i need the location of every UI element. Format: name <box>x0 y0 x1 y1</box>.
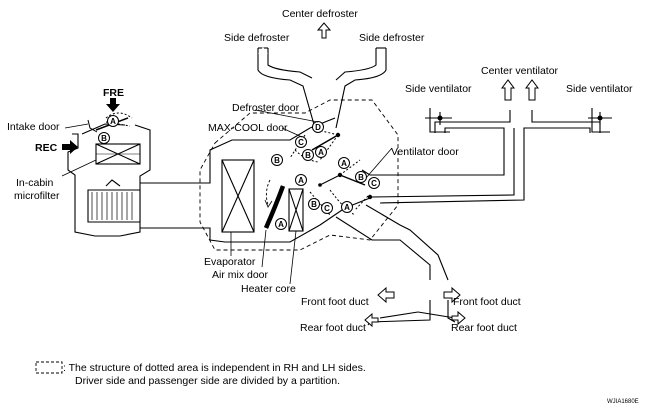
svg-text:A: A <box>110 117 116 126</box>
side-ventilator-right-label: Side ventilator <box>566 83 633 95</box>
defroster-door-position-b: B <box>302 149 314 161</box>
defroster-door-pivot <box>335 132 341 138</box>
fre-label: FRE <box>103 87 124 99</box>
front-foot-duct-left-label: Front foot duct <box>301 296 369 308</box>
intake-blower-unit <box>67 123 151 237</box>
ventilator-door-position-a: A <box>338 157 350 169</box>
ventilator-ducts <box>361 110 601 204</box>
svg-text:D: D <box>315 123 321 132</box>
rec-label: REC <box>35 142 58 154</box>
ventilator-door-pivot <box>337 172 343 178</box>
intake-door-position-b: B <box>98 132 110 144</box>
svg-text:B: B <box>311 200 317 209</box>
max-cool-door-label: MAX-COOL door <box>208 122 288 134</box>
center-defroster-arrow <box>316 22 332 39</box>
intake-door-position-a: A <box>107 115 119 127</box>
svg-text:A: A <box>318 148 324 157</box>
svg-text:C: C <box>298 138 304 147</box>
max-cool-door-position-b: B <box>271 154 283 166</box>
side-ventilator-outlets <box>425 108 612 133</box>
side-defroster-left-label: Side defroster <box>224 32 290 44</box>
defroster-ducts <box>257 47 387 129</box>
svg-text:B: B <box>358 173 364 182</box>
legend-line-1: : The structure of dotted area is indepe… <box>63 362 366 374</box>
defroster-door-position-a: A <box>315 146 327 158</box>
center-ventilator-right-arrow <box>525 79 539 101</box>
foot-door-position-b: B <box>308 198 320 210</box>
svg-text:C: C <box>324 204 330 213</box>
ventilator-door-position-c: C <box>368 177 380 189</box>
intake-door-label: Intake door <box>7 121 60 133</box>
svg-text:B: B <box>274 156 280 165</box>
air-mix-door <box>263 185 286 229</box>
front-foot-duct-right-label: Front foot duct <box>453 296 521 308</box>
side-defroster-right-label: Side defroster <box>359 32 425 44</box>
center-defroster-label: Center defroster <box>282 8 358 20</box>
door-position-markers: A B D C B A B A A B C B C A A <box>98 115 380 230</box>
svg-text:A: A <box>298 176 304 185</box>
front-foot-right-arrow <box>443 286 461 304</box>
air-mix-door-label: Air mix door <box>212 269 269 281</box>
air-mix-door-position-a: A <box>275 218 287 230</box>
center-ventilator-label: Center ventilator <box>481 65 559 77</box>
svg-text:A: A <box>278 220 284 229</box>
foot-door-pivot <box>367 194 373 200</box>
foot-door-position-a: A <box>341 201 353 213</box>
in-cabin-microfilter-label-2: microfilter <box>14 190 60 202</box>
front-foot-left-arrow <box>377 286 395 304</box>
legend-line-2: Driver side and passenger side are divid… <box>75 375 340 387</box>
foot-door-position-c: C <box>321 202 333 214</box>
heater-core-label: Heater core <box>241 283 296 295</box>
side-defroster-left-arrow <box>258 47 268 62</box>
rear-foot-left-arrow <box>364 312 379 328</box>
defroster-door-position-d: D <box>312 121 324 133</box>
fre-arrow <box>106 98 120 112</box>
ventilator-door-label: Ventilator door <box>391 146 459 158</box>
flow-arrows <box>258 22 539 328</box>
ventilator-door-position-b: B <box>355 171 367 183</box>
dotted-area-outline <box>199 99 399 251</box>
max-cool-door-position-a: A <box>295 174 307 186</box>
figure-id: WJIA1680E <box>607 399 639 405</box>
defroster-door-position-c: C <box>295 136 307 148</box>
svg-text:B: B <box>305 151 311 160</box>
rear-foot-duct-left-label: Rear foot duct <box>300 322 366 334</box>
center-ventilator-left-arrow <box>501 79 515 101</box>
side-ventilator-left-label: Side ventilator <box>405 83 472 95</box>
defroster-door-label: Defroster door <box>232 102 300 114</box>
svg-text:A: A <box>344 203 350 212</box>
rear-foot-right-arrow <box>451 310 466 326</box>
evaporator-label: Evaporator <box>204 256 256 268</box>
rec-arrow <box>62 140 78 154</box>
svg-text:C: C <box>371 179 377 188</box>
legend-dotted-swatch <box>35 361 63 374</box>
air-mix-door-swing <box>265 179 271 206</box>
heater-core <box>288 188 304 232</box>
leader-lines <box>61 109 393 285</box>
svg-text:B: B <box>101 134 107 143</box>
svg-text:A: A <box>341 159 347 168</box>
in-cabin-microfilter-label-1: In-cabin <box>16 177 54 189</box>
rear-foot-duct-right-label: Rear foot duct <box>451 322 517 334</box>
evaporator <box>221 159 255 233</box>
